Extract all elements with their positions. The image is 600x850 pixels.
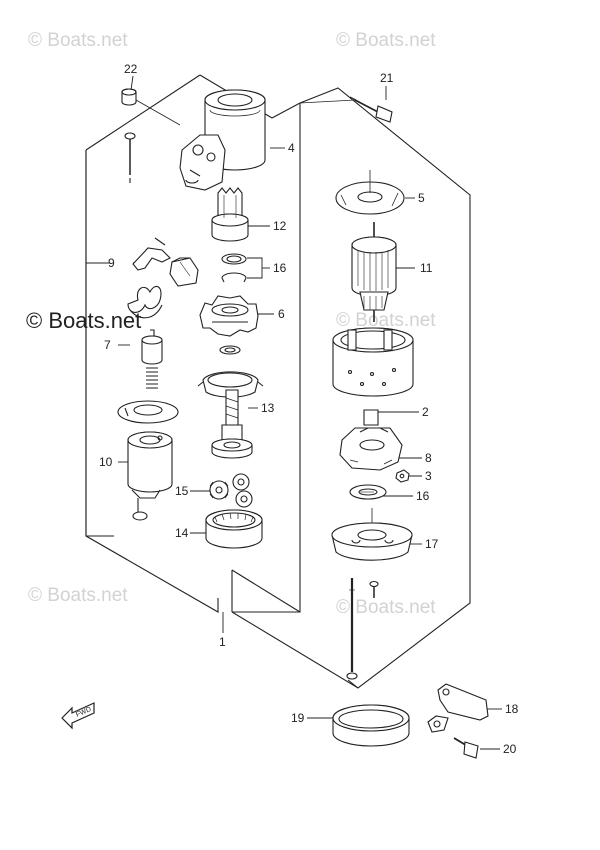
callout-9: 9 (108, 256, 115, 270)
callout-14: 14 (175, 526, 189, 540)
pinion-gear-12 (211, 187, 249, 242)
through-bolt (346, 578, 358, 680)
bolt-20 (453, 737, 479, 759)
nut-3 (395, 469, 410, 483)
callout-16-top: 16 (273, 261, 287, 275)
callout-21: 21 (380, 71, 394, 85)
washer-16-mid (219, 345, 241, 355)
callout-labels: 22 21 4 5 12 9 16 11 6 7 13 2 8 10 3 15 … (99, 62, 519, 756)
band-19 (332, 704, 410, 747)
callout-19: 19 (291, 711, 305, 725)
callout-17: 17 (425, 537, 439, 551)
solenoid-10 (127, 431, 173, 521)
watermark-bottom-right: © Boats.net (336, 597, 436, 618)
callout-10: 10 (99, 455, 113, 469)
yoke-2 (332, 327, 414, 397)
front-housing-4 (179, 89, 266, 191)
leader-lines (118, 75, 502, 750)
watermark-top-left: © Boats.net (28, 30, 128, 51)
armature-11 (351, 222, 397, 322)
plate-washer-10 (117, 400, 179, 424)
watermark-bottom-left: © Boats.net (28, 585, 128, 606)
callout-6: 6 (278, 307, 285, 321)
drive-shaft-13 (211, 389, 253, 459)
callout-3: 3 (425, 469, 432, 483)
fwd-arrow-icon: FWD (61, 702, 95, 730)
planet-carrier-6 (199, 295, 259, 337)
callout-11: 11 (420, 261, 433, 275)
watermark-mid-left: © Boats.net (26, 308, 142, 333)
spring-7 (127, 285, 163, 319)
bolt-small-left (124, 132, 136, 183)
washer-16-low (349, 484, 387, 500)
internal-gear-14 (205, 509, 263, 549)
end-frame-17 (331, 508, 413, 561)
bracket-18 (427, 683, 489, 733)
gasket-ring (197, 371, 264, 398)
callout-2: 2 (422, 405, 429, 419)
callout-20: 20 (503, 742, 517, 756)
callout-16-low: 16 (416, 489, 430, 503)
callout-7: 7 (104, 338, 111, 352)
bushing-22 (121, 88, 181, 126)
callout-12: 12 (273, 219, 287, 233)
planet-gears-15 (209, 473, 253, 508)
watermark-top-right: © Boats.net (336, 30, 436, 51)
bolt-21 (299, 96, 393, 123)
callout-22: 22 (124, 62, 138, 76)
callout-8: 8 (425, 451, 432, 465)
washer-5 (335, 170, 405, 215)
callout-1: 1 (219, 635, 226, 649)
callout-15: 15 (175, 484, 189, 498)
brush-block (169, 257, 199, 287)
stop-ring-16-top (221, 253, 247, 283)
lever-9 (132, 237, 171, 271)
plunger-7 (141, 329, 163, 389)
callout-18: 18 (505, 702, 519, 716)
brush-holder-8 (339, 409, 403, 471)
callout-5: 5 (418, 191, 425, 205)
callout-13: 13 (261, 401, 275, 415)
watermark-mid-right: © Boats.net (336, 310, 436, 331)
screw-small-right (369, 580, 379, 598)
callout-4: 4 (288, 141, 295, 155)
